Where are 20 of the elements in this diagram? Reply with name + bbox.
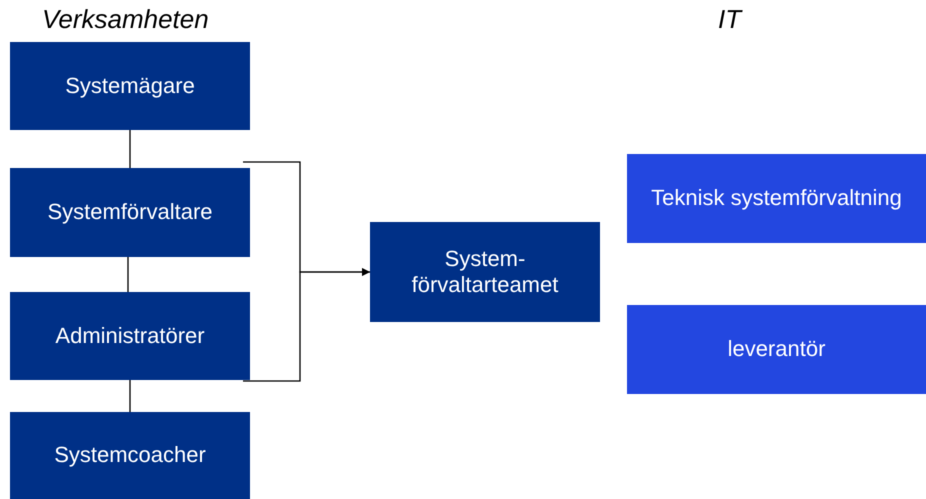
role-name: System- förvaltarteamet [410,246,560,298]
role-name: Systemförvaltare [47,199,213,226]
role-box [627,305,926,394]
connector-line [129,130,131,168]
role-name: Systemcoacher [54,442,206,469]
role-name: leverantör [728,336,826,363]
role-name: Systemägare [65,72,195,100]
role-box [10,168,250,257]
role-box [10,292,250,380]
column-heading: Verksamheten [42,4,209,35]
connector-line [127,257,129,292]
connector-line [129,380,131,412]
role-box [370,222,600,322]
role-box [10,412,250,499]
role-box [627,154,926,243]
column-heading: IT [718,4,742,35]
bracket-arrow [243,268,370,382]
role-name: Teknisk systemförvaltning [651,185,902,212]
role-name: Administratörer [55,322,205,350]
role-box [10,42,250,130]
